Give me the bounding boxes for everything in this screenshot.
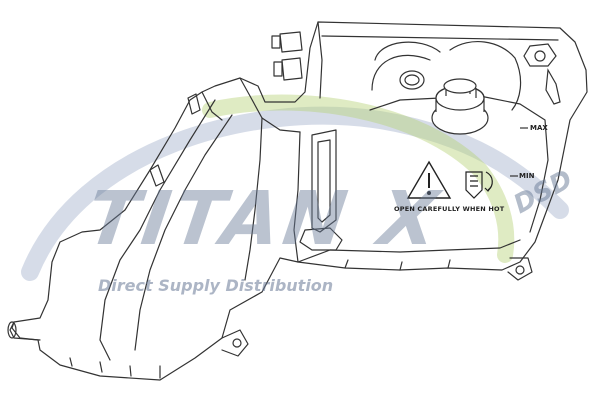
tank-outline bbox=[11, 21, 588, 381]
hot-warning-label: OPEN CAREFULLY WHEN HOT bbox=[394, 205, 505, 213]
warning-triangle-icon bbox=[406, 160, 452, 199]
watermark-brand: TITAN X bbox=[81, 176, 447, 262]
filler-cap-icon bbox=[431, 78, 489, 135]
max-level-label: MAX bbox=[530, 124, 548, 132]
watermark-tagline: Direct Supply Distribution bbox=[98, 276, 334, 295]
min-level-label: MIN bbox=[519, 172, 535, 180]
sensor-nut-icon bbox=[523, 43, 561, 105]
hot-cap-hand-icon bbox=[465, 171, 493, 199]
level-marks bbox=[510, 127, 528, 177]
